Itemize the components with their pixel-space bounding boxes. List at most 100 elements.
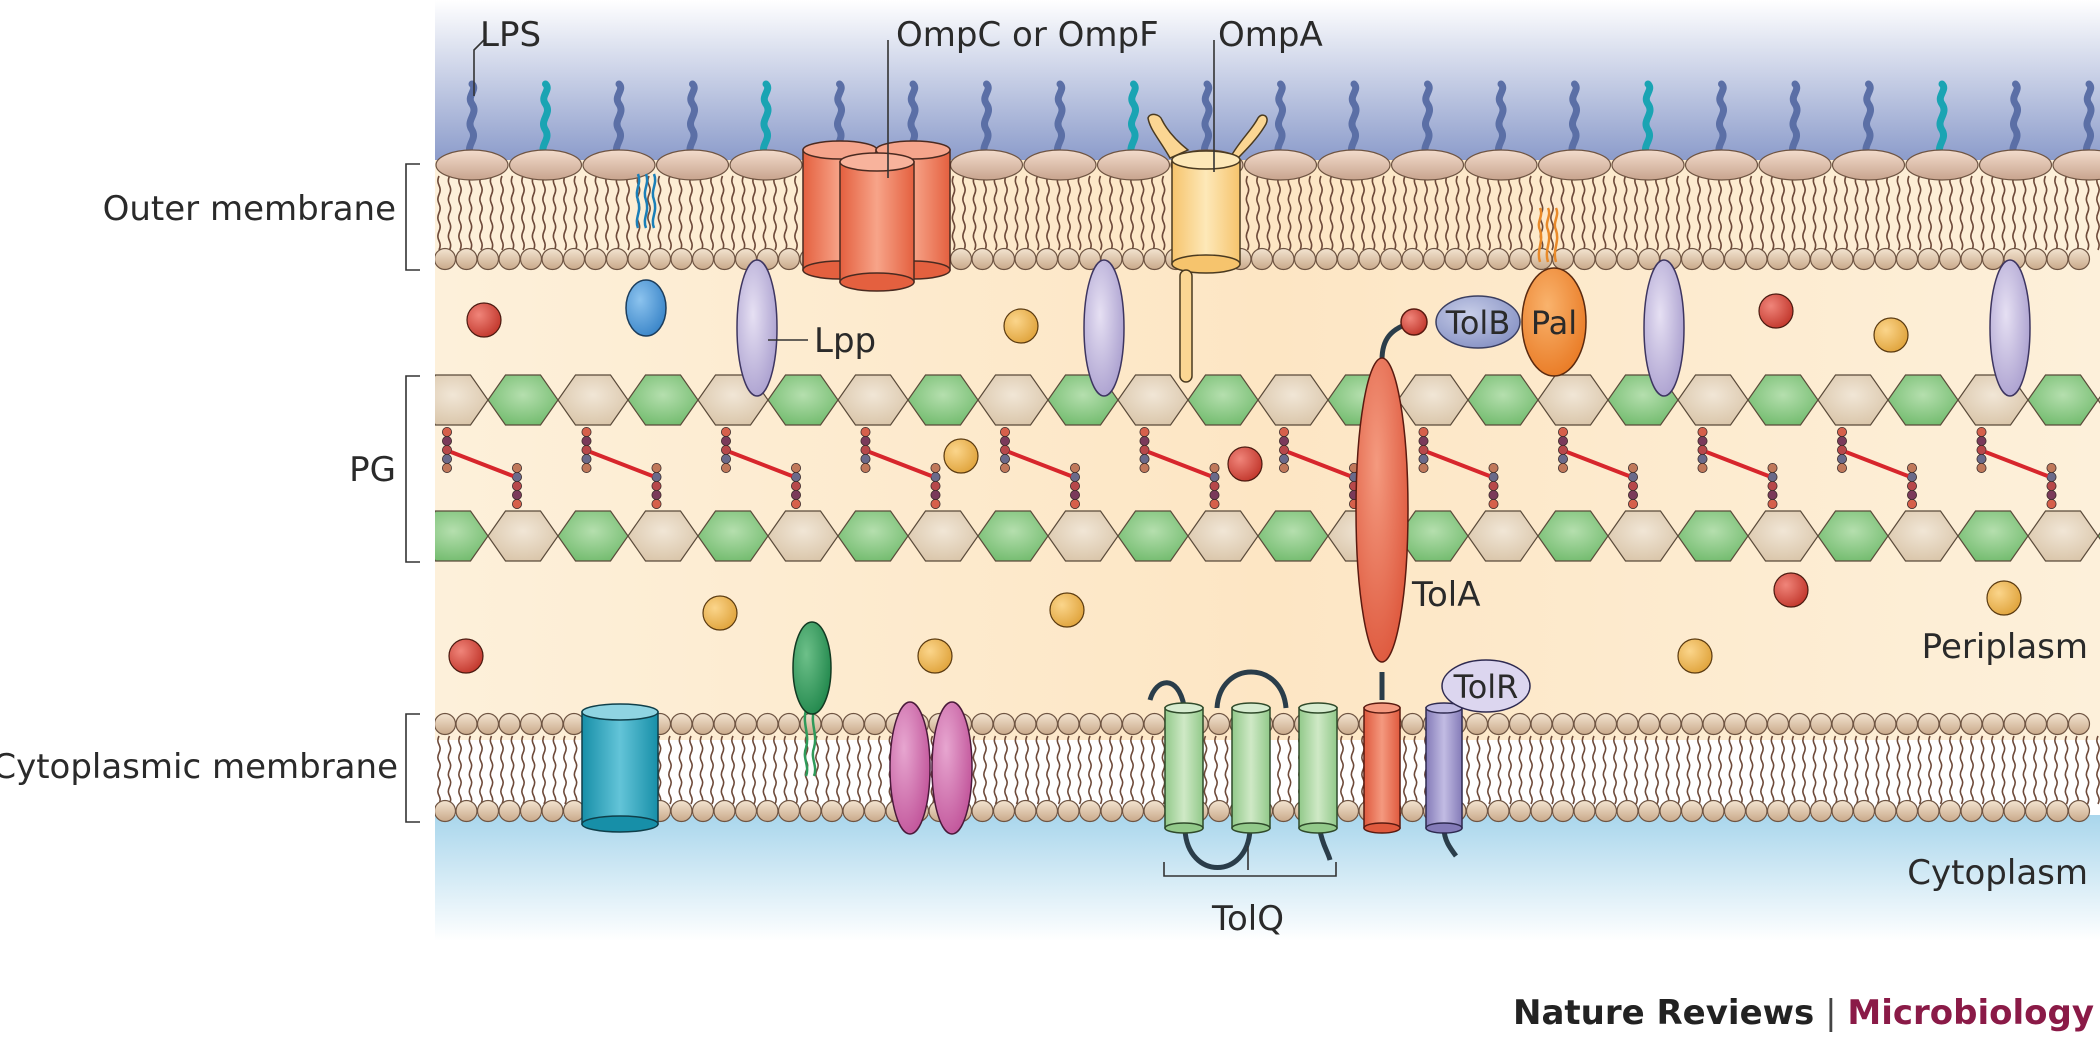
lipid-head bbox=[949, 247, 973, 271]
periplasmic-solute bbox=[1873, 317, 1909, 353]
peptide-residue bbox=[860, 426, 871, 437]
peptide-crosslink bbox=[1287, 450, 1351, 478]
lps-head bbox=[655, 149, 730, 181]
lps-head bbox=[1684, 149, 1759, 181]
peptide-residue bbox=[1070, 489, 1081, 500]
cytoplasm-region bbox=[435, 815, 2100, 941]
lipid-head bbox=[1272, 712, 1295, 736]
lipid-head bbox=[519, 712, 543, 736]
lipid-head bbox=[1874, 712, 1897, 736]
lipid-head bbox=[1444, 247, 1467, 271]
lipid-head bbox=[1358, 247, 1381, 271]
lps-label: LPS bbox=[480, 15, 541, 55]
peptide-residue bbox=[1488, 489, 1499, 500]
peptide-residue bbox=[1558, 453, 1569, 464]
lipid-head bbox=[1100, 712, 1123, 736]
periplasm-label: Periplasm bbox=[1922, 627, 2088, 667]
peptide-residue bbox=[1628, 489, 1639, 500]
lipid-head bbox=[1680, 799, 1704, 823]
lipid-head bbox=[627, 247, 650, 271]
peptide-residue bbox=[860, 453, 871, 464]
peptide-residue bbox=[1418, 444, 1429, 455]
lipid-head bbox=[476, 247, 500, 271]
ompa-label: OmpA bbox=[1218, 15, 1323, 55]
lipid-head bbox=[541, 247, 564, 271]
lipid-head bbox=[1680, 247, 1704, 271]
tolr-protein bbox=[1425, 659, 1531, 858]
peptide-residue bbox=[581, 444, 592, 455]
lipid-head bbox=[2024, 799, 2048, 823]
cytoplasmic-membrane-label: Cytoplasmic membrane bbox=[0, 747, 398, 787]
peptide-residue bbox=[1767, 471, 1778, 482]
peptide-residue bbox=[791, 471, 802, 482]
peptide-crosslink bbox=[1845, 450, 1909, 478]
peptide-residue bbox=[1907, 489, 1918, 500]
lipid-head bbox=[1702, 247, 1725, 271]
peptide-residue bbox=[1139, 453, 1150, 464]
pal-protein bbox=[1521, 207, 1587, 377]
peptide-residue bbox=[581, 453, 592, 464]
lipid-head bbox=[1551, 712, 1575, 736]
peptide-residue bbox=[1139, 462, 1150, 473]
lipid-head bbox=[1831, 712, 1854, 736]
peptide-residue bbox=[1628, 462, 1639, 473]
lps-head bbox=[435, 149, 509, 181]
lipid-head bbox=[1702, 799, 1725, 823]
peptide-residue bbox=[721, 435, 732, 446]
lps-chain bbox=[1862, 80, 1874, 160]
lipid-head bbox=[1917, 799, 1940, 823]
lipid-head bbox=[971, 712, 994, 736]
peptide-residue bbox=[1418, 462, 1429, 473]
peptide-residue bbox=[1279, 435, 1290, 446]
peptide-residue bbox=[441, 435, 452, 446]
lps-head bbox=[1905, 149, 1979, 181]
peptide-residue bbox=[1697, 462, 1708, 473]
journal-branding: Nature Reviews | Microbiology bbox=[1513, 993, 2094, 1033]
lipid-head bbox=[1616, 247, 1639, 271]
peptide-residue bbox=[1488, 480, 1499, 491]
lipid-head bbox=[1207, 799, 1231, 823]
lipid-head bbox=[734, 712, 758, 736]
lipid-head bbox=[2024, 247, 2048, 271]
peptide-residue bbox=[791, 489, 802, 500]
peptide-residue bbox=[1837, 426, 1848, 437]
lipid-head bbox=[1809, 712, 1833, 736]
peptide-residue bbox=[512, 498, 523, 509]
peptide-residue bbox=[1558, 435, 1569, 446]
lps-chain bbox=[613, 80, 625, 160]
lipid-head bbox=[1831, 799, 1854, 823]
lipid-head bbox=[1594, 799, 1618, 823]
peptide-residue bbox=[1837, 435, 1848, 446]
lipid-head bbox=[1143, 712, 1166, 736]
peptide-residue bbox=[1488, 471, 1499, 482]
periplasmic-solute bbox=[448, 638, 484, 674]
lipid-head bbox=[971, 247, 994, 271]
lipid-head bbox=[670, 247, 693, 271]
peptide-residue bbox=[1558, 426, 1569, 437]
lipid-head bbox=[1960, 247, 1983, 271]
lipid-head bbox=[992, 712, 1016, 736]
lipid-head bbox=[1723, 712, 1747, 736]
lipid-head bbox=[476, 712, 500, 736]
peptide-residue bbox=[1209, 471, 1220, 482]
peptide-residue bbox=[1907, 471, 1918, 482]
lipid-head bbox=[1895, 247, 1919, 271]
peptide-residue bbox=[1837, 462, 1848, 473]
lps-chain bbox=[1054, 80, 1066, 160]
peptide-crosslink bbox=[1566, 450, 1630, 478]
peptide-residue bbox=[1558, 462, 1569, 473]
lipid-head bbox=[1100, 799, 1123, 823]
lipid-head bbox=[2046, 247, 2069, 271]
peptide-residue bbox=[2046, 471, 2057, 482]
lipid-head bbox=[1035, 799, 1059, 823]
lps-chain bbox=[1715, 80, 1727, 160]
lipid-head bbox=[1143, 247, 1166, 271]
lipid-head bbox=[1809, 247, 1833, 271]
lipid-head bbox=[691, 247, 715, 271]
peptide-residue bbox=[1767, 498, 1778, 509]
lipid-head bbox=[1788, 247, 1811, 271]
lps-chain bbox=[1642, 80, 1654, 160]
lipid-head bbox=[1917, 712, 1940, 736]
peptide-residue bbox=[1418, 426, 1429, 437]
outer-membrane-inner-leaflet bbox=[435, 247, 2091, 271]
